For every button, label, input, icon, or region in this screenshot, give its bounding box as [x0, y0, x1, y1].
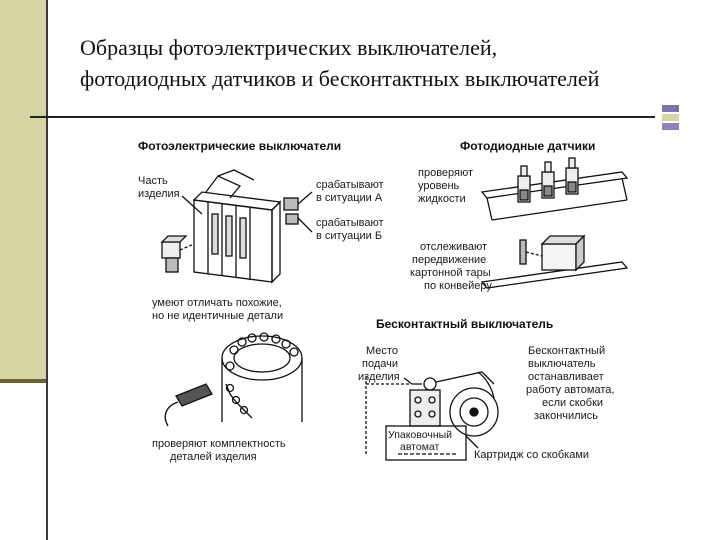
slide-title-line-2: фотодиодных датчиков и бесконтактных вык…	[80, 66, 600, 91]
trigger-b-label-1: срабатывают	[316, 217, 384, 229]
photodiode-illustration	[480, 157, 629, 289]
machine-label-1: Упаковочный	[388, 429, 452, 441]
slide-title-line-1: Образцы фотоэлектрических выключателей,	[80, 35, 498, 60]
rule-decoration	[662, 105, 680, 132]
proximity-desc-1: Бесконтактный	[528, 345, 605, 357]
photo-switch-note-1: умеют отличать похожие,	[152, 297, 282, 309]
proximity-desc-3: останавливает	[528, 371, 604, 383]
track-label-2: передвижение	[412, 254, 486, 266]
proximity-heading: Бесконтактный выключатель	[376, 317, 553, 331]
completeness-label-2: деталей изделия	[170, 451, 257, 463]
part-label-1: Часть	[138, 175, 168, 187]
photo-switch-note-2: но не идентичные детали	[152, 310, 283, 322]
level-label-2: уровень	[418, 180, 460, 192]
left-accent-bar	[0, 0, 46, 383]
rule-square-2	[662, 114, 679, 121]
slide-title: Образцы фотоэлектрических выключателей, …	[80, 32, 700, 94]
track-label-4: по конвейеру	[424, 280, 492, 292]
rule-square-1	[662, 105, 679, 112]
title-rule	[30, 116, 655, 118]
trigger-a-label-1: срабатывают	[316, 179, 384, 191]
trigger-b-label-2: в ситуации Б	[316, 230, 382, 242]
feed-label-1: Место	[366, 345, 398, 357]
proximity-desc-4: работу автомата,	[526, 384, 614, 396]
part-label-2: изделия	[138, 188, 180, 200]
rule-square-3	[662, 123, 679, 130]
machine-label-2: автомат	[400, 441, 440, 453]
track-label-3: картонной тары	[410, 267, 491, 279]
proximity-desc-2: выключатель	[528, 358, 596, 370]
photo-switch-heading: Фотоэлектрические выключатели	[138, 139, 341, 153]
photodiode-heading: Фотодиодные датчики	[460, 139, 595, 153]
level-label-3: жидкости	[418, 193, 466, 205]
cartridge-label: Картридж со скобками	[474, 449, 589, 461]
proximity-desc-6: закончились	[534, 410, 598, 422]
sensor-examples-figure: Фотоэлектрические выключатели Часть изде…	[122, 122, 634, 480]
left-vertical-line	[46, 0, 48, 540]
track-label-1: отслеживают	[420, 241, 487, 253]
completeness-label-1: проверяют комплектность	[152, 438, 286, 450]
trigger-a-label-2: в ситуации А	[316, 192, 383, 204]
bearing-illustration	[164, 332, 303, 427]
feed-label-3: изделия	[358, 371, 400, 383]
photo-switch-illustration	[160, 169, 313, 284]
left-accent-bar-edge	[0, 379, 46, 383]
feed-label-2: подачи	[362, 358, 398, 370]
level-label-1: проверяют	[418, 167, 473, 179]
proximity-illustration	[365, 371, 499, 461]
proximity-desc-5: если скобки	[542, 397, 603, 409]
